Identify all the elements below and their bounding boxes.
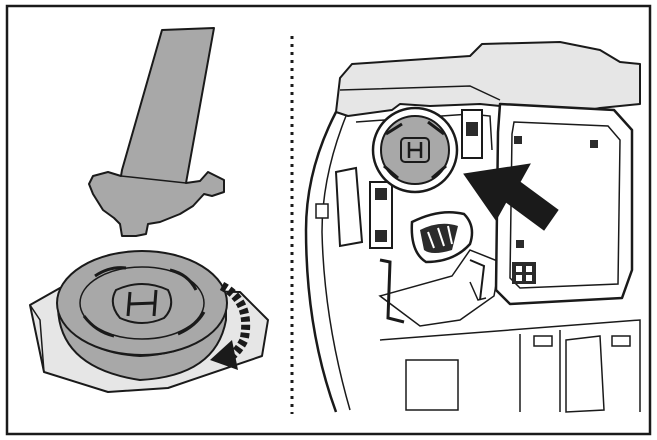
left-panel [29,27,269,393]
right-panel [304,41,641,413]
pointer-arrow-icon [463,163,559,231]
battery-cover-rotate-icon [29,250,269,393]
battery-cover-tool-icon [88,27,225,237]
battery-cover-location-icon [371,106,474,264]
device-housing-icon [304,41,641,413]
